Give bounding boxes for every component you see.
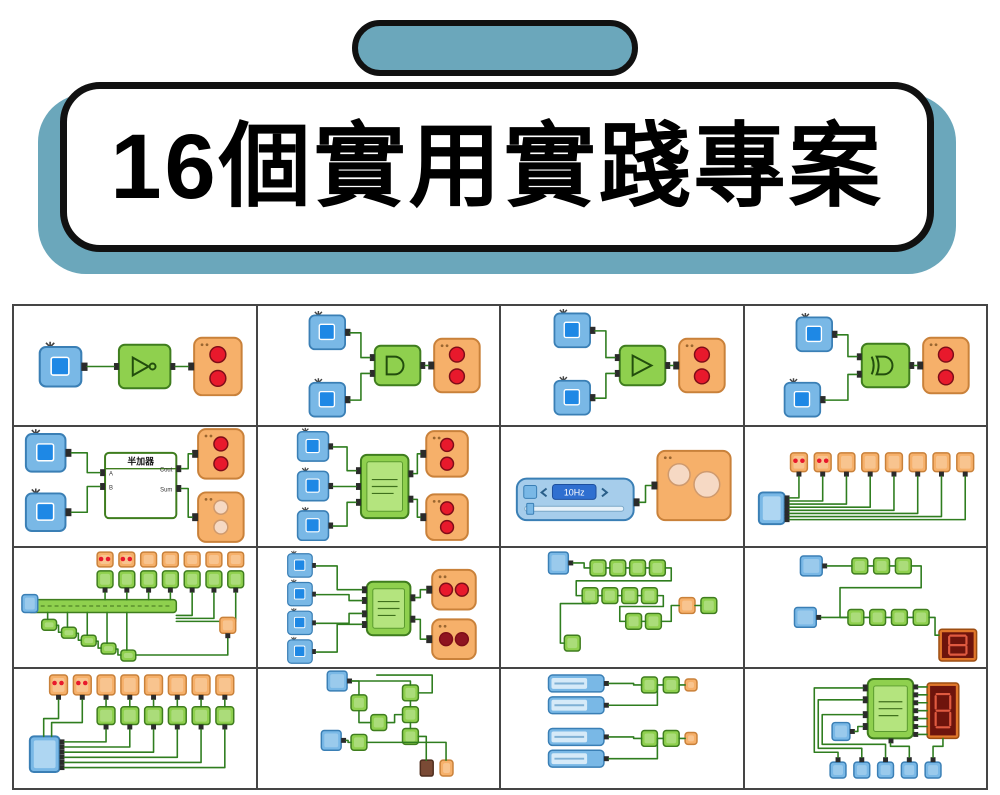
module-link-circuit-thumbnail bbox=[547, 674, 698, 768]
display-driver-circuit-thumbnail bbox=[793, 555, 977, 662]
cell-sequential-logic-circuit bbox=[257, 669, 499, 788]
multiplexer-circuit-thumbnail bbox=[21, 551, 245, 662]
cell-clock-generator-circuit: 10Hz bbox=[501, 427, 743, 546]
cell-xor-gate-circuit bbox=[744, 306, 986, 425]
banner-top-pill bbox=[352, 20, 638, 76]
banner-panel: 16個實用實踐專案 bbox=[60, 82, 934, 252]
svg-text:10Hz: 10Hz bbox=[564, 487, 585, 497]
cell-not-gate-circuit bbox=[14, 306, 256, 425]
cell-display-driver-circuit bbox=[744, 548, 986, 667]
led-bus-circuit-thumbnail bbox=[28, 674, 235, 774]
svg-text:B: B bbox=[109, 485, 113, 491]
seven-segment-display-circuit-thumbnail bbox=[812, 678, 960, 779]
cell-led-bar-circuit bbox=[744, 427, 986, 546]
svg-text:半加器: 半加器 bbox=[127, 456, 155, 467]
not-gate-circuit-thumbnail bbox=[38, 336, 243, 397]
logic-network-circuit-thumbnail bbox=[547, 551, 718, 652]
cell-seven-segment-display-circuit bbox=[744, 669, 986, 788]
or-gate-circuit-thumbnail bbox=[553, 308, 726, 416]
svg-text:A: A bbox=[109, 472, 113, 478]
cell-or-gate-circuit bbox=[501, 306, 743, 425]
clock-generator-circuit-thumbnail: 10Hz bbox=[515, 449, 732, 522]
page-title: 16個實用實踐專案 bbox=[110, 116, 884, 218]
cell-and-gate-circuit bbox=[257, 306, 499, 425]
cell-led-bus-circuit bbox=[14, 669, 256, 788]
cell-multiplexer-circuit bbox=[14, 548, 256, 667]
svg-text:Sum: Sum bbox=[160, 487, 172, 493]
title-banner: 16個實用實踐專案 bbox=[0, 0, 1000, 300]
cell-logic-network-circuit bbox=[501, 548, 743, 667]
sequential-logic-circuit-thumbnail bbox=[320, 670, 454, 777]
cell-encoder-circuit bbox=[257, 548, 499, 667]
xor-gate-circuit-thumbnail bbox=[783, 312, 970, 418]
led-bar-circuit-thumbnail bbox=[757, 452, 974, 526]
full-adder-circuit-thumbnail bbox=[296, 427, 469, 542]
encoder-circuit-thumbnail bbox=[286, 550, 477, 664]
svg-text:Cout: Cout bbox=[160, 468, 173, 474]
cell-module-link-circuit bbox=[501, 669, 743, 788]
and-gate-circuit-thumbnail bbox=[308, 310, 481, 418]
cell-full-adder-circuit bbox=[257, 427, 499, 546]
